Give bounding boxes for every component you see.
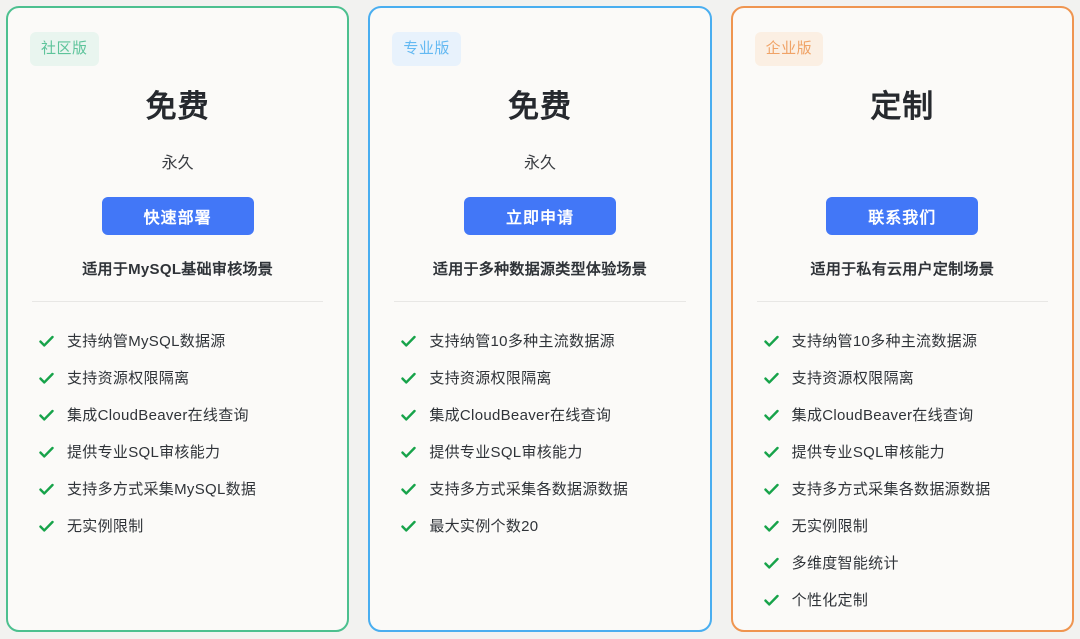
feature-label: 支持资源权限隔离	[67, 369, 190, 387]
feature-label: 提供专业SQL审核能力	[67, 443, 221, 461]
feature-label: 最大实例个数20	[429, 517, 539, 535]
plan-price: 免费	[145, 89, 210, 124]
plan-cta-container: 快速部署	[30, 197, 325, 236]
plan-divider	[32, 301, 324, 303]
feature-item: 支持资源权限隔离	[401, 360, 687, 397]
plan-price: 免费	[507, 89, 572, 124]
check-icon	[39, 410, 54, 421]
plan-feature-list: 支持纳管MySQL数据源支持资源权限隔离集成CloudBeaver在线查询提供专…	[30, 323, 325, 545]
plan-card-2: 企业版 定制 联系我们 适用于私有云用户定制场景 支持纳管10多种主流数据源支持…	[730, 6, 1074, 632]
feature-label: 集成CloudBeaver在线查询	[791, 406, 974, 424]
check-icon	[401, 410, 417, 421]
plan-feature-list: 支持纳管10多种主流数据源支持资源权限隔离集成CloudBeaver在线查询提供…	[392, 323, 687, 545]
feature-label: 支持多方式采集各数据源数据	[791, 480, 991, 498]
check-icon	[401, 447, 417, 458]
plan-badge: 社区版	[30, 32, 99, 66]
check-icon	[763, 409, 779, 421]
check-icon	[763, 446, 779, 458]
check-icon	[763, 594, 779, 606]
check-icon	[763, 483, 779, 495]
plan-period: 永久	[161, 155, 194, 173]
feature-label: 支持纳管MySQL数据源	[67, 332, 226, 350]
feature-item: 集成CloudBeaver在线查询	[763, 397, 1050, 434]
plan-period: 永久	[523, 155, 556, 173]
plan-cta-button[interactable]: 快速部署	[101, 197, 254, 236]
check-icon	[763, 520, 779, 532]
feature-label: 无实例限制	[67, 517, 144, 535]
plan-badge: 企业版	[754, 32, 824, 66]
feature-label: 个性化定制	[791, 591, 869, 609]
feature-item: 集成CloudBeaver在线查询	[39, 397, 325, 434]
feature-item: 提供专业SQL审核能力	[401, 434, 687, 471]
plan-cta-container: 联系我们	[755, 197, 1050, 236]
plan-feature-list: 支持纳管10多种主流数据源支持资源权限隔离集成CloudBeaver在线查询提供…	[755, 323, 1050, 619]
feature-item: 支持纳管10多种主流数据源	[763, 323, 1050, 360]
feature-item: 支持纳管10多种主流数据源	[401, 323, 687, 360]
feature-item: 最大实例个数20	[401, 508, 687, 545]
plan-tagline: 适用于私有云用户定制场景	[810, 261, 995, 279]
feature-item: 提供专业SQL审核能力	[763, 434, 1050, 471]
check-icon	[763, 372, 779, 384]
feature-label: 提供专业SQL审核能力	[429, 443, 583, 461]
plan-cta-container: 立即申请	[392, 197, 687, 236]
check-icon	[401, 373, 417, 384]
feature-label: 支持资源权限隔离	[429, 369, 552, 387]
check-icon	[401, 336, 417, 347]
feature-item: 支持资源权限隔离	[763, 360, 1050, 397]
feature-item: 支持多方式采集MySQL数据	[39, 471, 325, 508]
feature-item: 集成CloudBeaver在线查询	[401, 397, 687, 434]
plan-price: 定制	[870, 89, 935, 124]
feature-item: 支持纳管MySQL数据源	[39, 323, 325, 360]
plan-tagline: 适用于多种数据源类型体验场景	[432, 261, 648, 279]
plan-period	[755, 154, 1050, 173]
plan-card-1: 专业版 免费 永久 立即申请 适用于多种数据源类型体验场景 支持纳管10多种主流…	[368, 6, 712, 632]
plan-cta-button[interactable]: 立即申请	[463, 197, 616, 236]
feature-label: 支持多方式采集各数据源数据	[429, 480, 629, 498]
feature-label: 支持纳管10多种主流数据源	[791, 332, 978, 350]
feature-item: 支持多方式采集各数据源数据	[401, 471, 687, 508]
feature-item: 多维度智能统计	[763, 545, 1050, 582]
check-icon	[39, 447, 54, 458]
check-icon	[39, 336, 54, 347]
check-icon	[39, 521, 54, 532]
feature-item: 支持资源权限隔离	[39, 360, 325, 397]
feature-label: 提供专业SQL审核能力	[791, 443, 945, 461]
check-icon	[763, 557, 779, 569]
check-icon	[763, 335, 779, 347]
feature-label: 支持资源权限隔离	[791, 369, 915, 387]
check-icon	[401, 484, 417, 495]
feature-item: 个性化定制	[763, 582, 1050, 619]
check-icon	[401, 521, 417, 532]
feature-item: 提供专业SQL审核能力	[39, 434, 325, 471]
plan-tagline: 适用于MySQL基础审核场景	[82, 261, 274, 279]
feature-item: 无实例限制	[763, 508, 1050, 545]
feature-item: 无实例限制	[39, 508, 325, 545]
plan-cta-button[interactable]: 联系我们	[826, 197, 979, 236]
feature-label: 集成CloudBeaver在线查询	[67, 406, 249, 424]
feature-label: 无实例限制	[791, 517, 869, 535]
feature-label: 集成CloudBeaver在线查询	[429, 406, 612, 424]
plan-card-0: 社区版 免费 永久 快速部署 适用于MySQL基础审核场景 支持纳管MySQL数…	[6, 6, 350, 632]
feature-label: 多维度智能统计	[791, 554, 899, 572]
feature-label: 支持多方式采集MySQL数据	[67, 480, 257, 498]
plan-divider	[756, 301, 1048, 303]
plan-divider	[394, 301, 686, 303]
feature-item: 支持多方式采集各数据源数据	[763, 471, 1050, 508]
feature-label: 支持纳管10多种主流数据源	[429, 332, 615, 350]
plan-badge: 专业版	[392, 32, 461, 66]
check-icon	[39, 373, 54, 384]
check-icon	[39, 484, 54, 495]
